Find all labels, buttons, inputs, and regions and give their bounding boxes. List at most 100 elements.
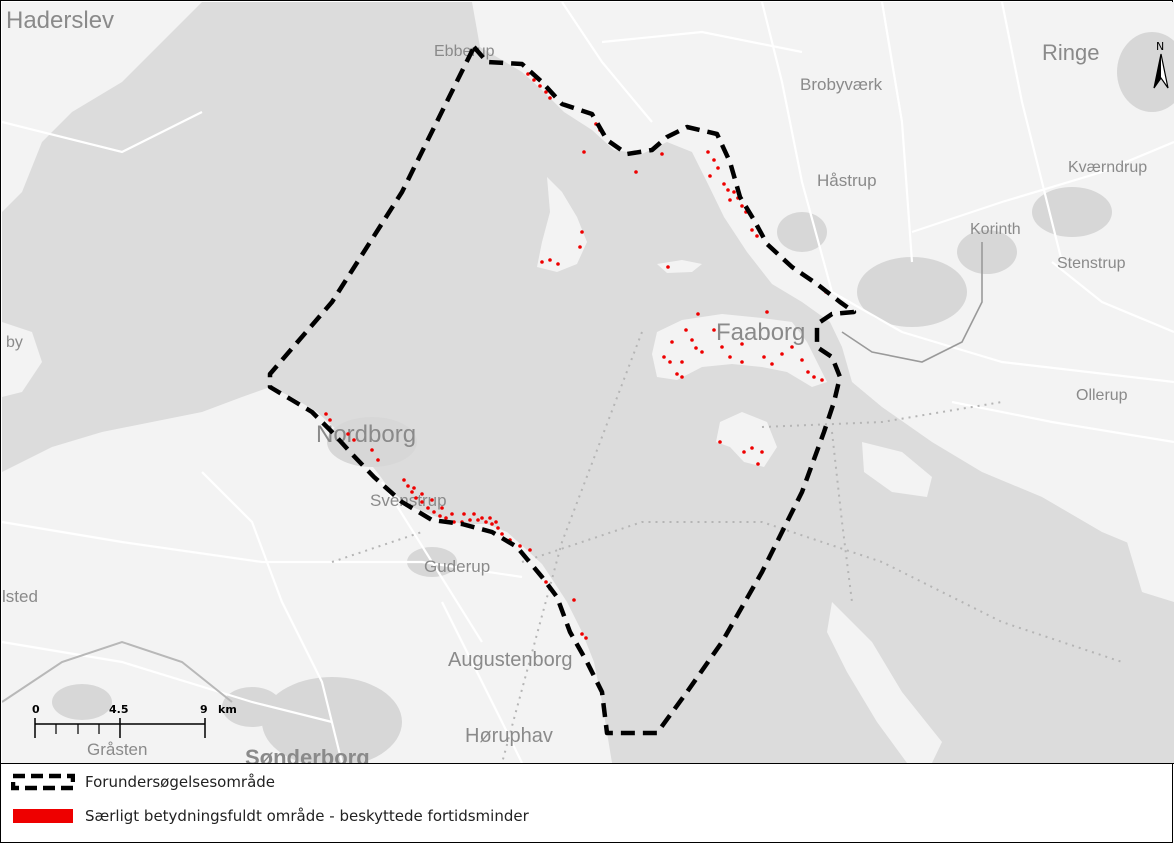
- monument-dot: [346, 432, 350, 436]
- north-arrow-icon: N: [1153, 40, 1169, 89]
- place-labels: Haderslev Ebberup Ringe Brobyværk Kværnd…: [2, 7, 1147, 763]
- monument-dot: [376, 458, 380, 462]
- monument-dot: [440, 506, 444, 510]
- label-augustenborg: Augustenborg: [448, 649, 573, 671]
- monument-dot: [740, 342, 744, 346]
- monument-dot: [680, 375, 684, 379]
- label-brobyvaerk: Brobyværk: [800, 75, 883, 94]
- legend-label-survey-area: Forundersøgelsesområde: [85, 773, 276, 791]
- monument-dot: [500, 532, 504, 536]
- monument-dot: [765, 310, 769, 314]
- monument-dot: [762, 355, 766, 359]
- monument-dot: [742, 450, 746, 454]
- monument-dot: [496, 526, 500, 530]
- monument-dot: [450, 512, 454, 516]
- monument-dot: [806, 370, 810, 374]
- monument-dot: [800, 358, 804, 362]
- label-ollerup: Ollerup: [1076, 387, 1128, 404]
- island-5: [1127, 482, 1174, 602]
- monument-dot: [670, 340, 674, 344]
- monument-dot: [666, 265, 670, 269]
- label-kvaerndrup: Kværndrup: [1068, 159, 1147, 176]
- monument-dot: [578, 245, 582, 249]
- monument-dot: [430, 498, 434, 502]
- monument-dot: [790, 345, 794, 349]
- monument-dot: [756, 462, 760, 466]
- monument-dot: [696, 312, 700, 316]
- monument-dot: [432, 510, 436, 514]
- monument-dot: [484, 520, 488, 524]
- scale-label-9: 9: [200, 703, 208, 716]
- monument-dot: [740, 204, 744, 208]
- legend-divider: [1, 763, 1174, 764]
- monument-dot: [634, 170, 638, 174]
- monument-dot: [706, 150, 710, 154]
- monument-dot: [352, 438, 356, 442]
- main-road-faaborg: [841, 242, 983, 363]
- monument-dot: [722, 182, 726, 186]
- monument-dot: [680, 360, 684, 364]
- scale-label-4-5: 4.5: [109, 703, 129, 716]
- monument-dot: [370, 448, 374, 452]
- monument-dot: [324, 412, 328, 416]
- monument-dot: [518, 544, 522, 548]
- monument-dot: [452, 520, 456, 524]
- label-hoeruphav: Høruphav: [465, 725, 553, 747]
- monument-dot: [728, 198, 732, 202]
- monument-dot: [472, 512, 476, 516]
- label-faaborg: Faaborg: [716, 319, 805, 346]
- legend-label-monuments: Særligt betydningsfuldt område - beskytt…: [85, 807, 529, 825]
- monument-dot: [410, 490, 414, 494]
- monument-dot: [720, 345, 724, 349]
- monument-dot: [712, 328, 716, 332]
- map-svg: Haderslev Ebberup Ringe Brobyværk Kværnd…: [2, 2, 1174, 763]
- monument-dot: [402, 478, 406, 482]
- monument-dot: [708, 174, 712, 178]
- monument-dot: [716, 166, 720, 170]
- monument-dot: [770, 362, 774, 366]
- monument-dot: [728, 355, 732, 359]
- monument-dot: [426, 506, 430, 510]
- island-2: [657, 260, 702, 273]
- monument-dot: [462, 512, 466, 516]
- scale-label-0: 0: [32, 703, 40, 716]
- land-als: [2, 387, 612, 763]
- land-west-3: [2, 562, 62, 652]
- island-1: [537, 177, 587, 272]
- island-6: [827, 602, 942, 763]
- label-svenstrup: Svenstrup: [370, 491, 447, 510]
- monument-dot: [476, 518, 480, 522]
- monument-dot: [812, 375, 816, 379]
- monument-dot: [544, 580, 548, 584]
- monument-dot: [684, 328, 688, 332]
- monument-dot: [690, 338, 694, 342]
- monument-dot: [328, 418, 332, 422]
- scale-bar: 0 4.5 9 km: [32, 703, 237, 738]
- urban-areas: [52, 32, 1174, 763]
- legend-item-monuments: Særligt betydningsfuldt område - beskytt…: [11, 805, 529, 827]
- ferry-routes: [331, 331, 1123, 763]
- scale-unit: km: [218, 703, 237, 716]
- monument-dot: [538, 84, 542, 88]
- monument-dot: [480, 516, 484, 520]
- monument-dot: [412, 486, 416, 490]
- monument-dot: [750, 228, 754, 232]
- monument-dot: [540, 260, 544, 264]
- red-fill-symbol: [13, 809, 73, 823]
- monument-dot: [740, 360, 744, 364]
- monument-dot: [488, 516, 492, 520]
- monument-dot: [420, 492, 424, 496]
- dashed-line-symbol: [11, 773, 75, 791]
- monument-dot: [420, 500, 424, 504]
- monument-dot: [580, 230, 584, 234]
- monument-dot: [718, 440, 722, 444]
- label-by: by: [6, 334, 23, 351]
- map-canvas: Haderslev Ebberup Ringe Brobyværk Kværnd…: [2, 2, 1174, 763]
- monument-dot: [694, 346, 698, 350]
- monument-dot: [660, 152, 664, 156]
- legend-item-survey-area: Forundersøgelsesområde: [11, 771, 275, 793]
- label-ringe: Ringe: [1042, 40, 1099, 65]
- monument-dot: [675, 372, 679, 376]
- label-lsted: lsted: [2, 587, 38, 606]
- monument-dot: [760, 450, 764, 454]
